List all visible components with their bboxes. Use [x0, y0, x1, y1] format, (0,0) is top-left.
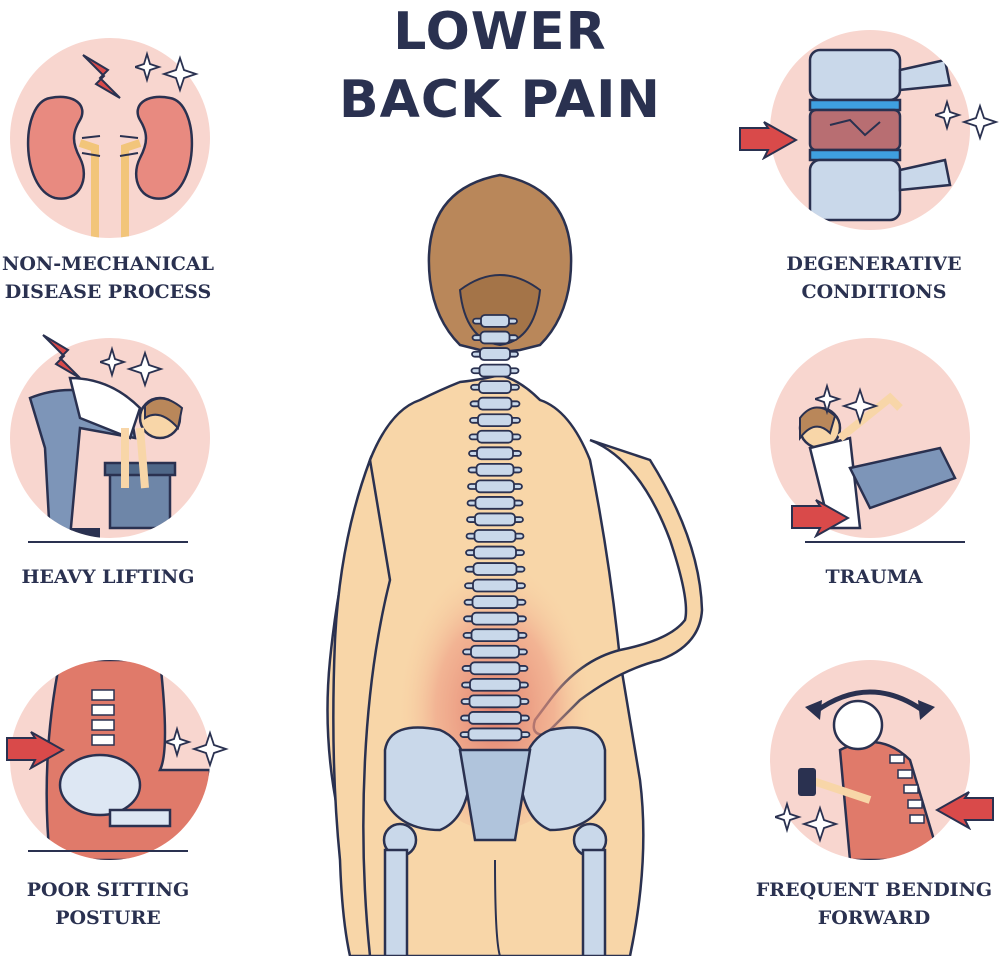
label-bending: FREQUENT BENDING FORWARD	[754, 876, 994, 932]
vertebra	[469, 661, 521, 676]
ground-line	[28, 850, 188, 852]
label-trauma: TRAUMA	[754, 563, 994, 591]
label-line: FREQUENT BENDING	[755, 879, 993, 901]
label-line: POOR SITTING	[26, 879, 190, 901]
vertebra	[475, 479, 515, 494]
left-kidney-icon	[26, 95, 86, 200]
label-line: DISEASE PROCESS	[4, 281, 212, 303]
label-line: HEAVY LIFTING	[21, 566, 195, 588]
sparkle-icon	[935, 98, 999, 141]
ground-line	[805, 541, 965, 543]
trauma-illustration	[770, 338, 970, 538]
vertebra	[468, 711, 522, 725]
vertebra	[468, 694, 522, 709]
vertebra	[474, 512, 516, 527]
right-kidney-icon	[134, 95, 194, 200]
vertebra	[479, 330, 511, 345]
vertebra	[480, 314, 510, 328]
back-figure-illustration	[326, 173, 704, 956]
vertebra	[476, 446, 514, 461]
femurs	[383, 848, 607, 956]
label-poor-sitting: POOR SITTING POSTURE	[0, 876, 228, 932]
label-line: NON-MECHANICAL	[2, 253, 214, 275]
vertebra	[473, 529, 517, 543]
ground-line	[28, 541, 188, 543]
label-heavy-lifting: HEAVY LIFTING	[0, 563, 228, 591]
pelvis	[382, 726, 608, 858]
vertebra	[470, 644, 520, 659]
label-non-mechanical: NON-MECHANICAL DISEASE PROCESS	[0, 250, 228, 306]
vertebra	[472, 578, 518, 593]
vertebra	[469, 677, 521, 692]
vertebra	[477, 413, 513, 428]
vertebra	[470, 628, 520, 643]
vertebra	[472, 562, 518, 576]
lightning-icon	[42, 334, 81, 379]
label-line: CONDITIONS	[801, 281, 947, 303]
vertebra	[478, 380, 512, 394]
sparkle-icon	[135, 50, 199, 93]
title-line-2: BACK PAIN	[339, 70, 661, 130]
label-degenerative: DEGENERATIVE CONDITIONS	[754, 250, 994, 306]
curved-arrow-icon	[805, 689, 935, 720]
label-line: FORWARD	[817, 907, 931, 929]
label-line: DEGENERATIVE	[786, 253, 962, 275]
vertebra	[479, 347, 511, 361]
lightning-icon	[82, 54, 121, 99]
vertebra	[477, 396, 513, 411]
spine	[459, 314, 531, 742]
sparkle-icon	[815, 382, 879, 425]
lightning-icon	[791, 499, 850, 538]
lightning-icon	[6, 731, 65, 770]
left-arm	[332, 455, 392, 956]
sparkle-icon	[165, 725, 229, 768]
lightning-icon	[739, 121, 798, 160]
vertebra	[478, 363, 512, 378]
vertebra	[474, 496, 516, 510]
lightning-icon	[935, 791, 994, 830]
label-line: POSTURE	[55, 907, 161, 929]
title-line-1: LOWER	[393, 2, 607, 62]
vertebra	[473, 545, 517, 560]
vertebra	[467, 727, 523, 742]
vertebra	[471, 595, 519, 609]
degenerative-illustration	[770, 30, 970, 230]
vertebra	[475, 462, 515, 477]
vertebra	[476, 429, 514, 444]
sparkle-icon	[100, 345, 164, 388]
label-line: TRAUMA	[825, 566, 923, 588]
sparkle-icon	[775, 800, 839, 843]
vertebra	[471, 611, 519, 626]
